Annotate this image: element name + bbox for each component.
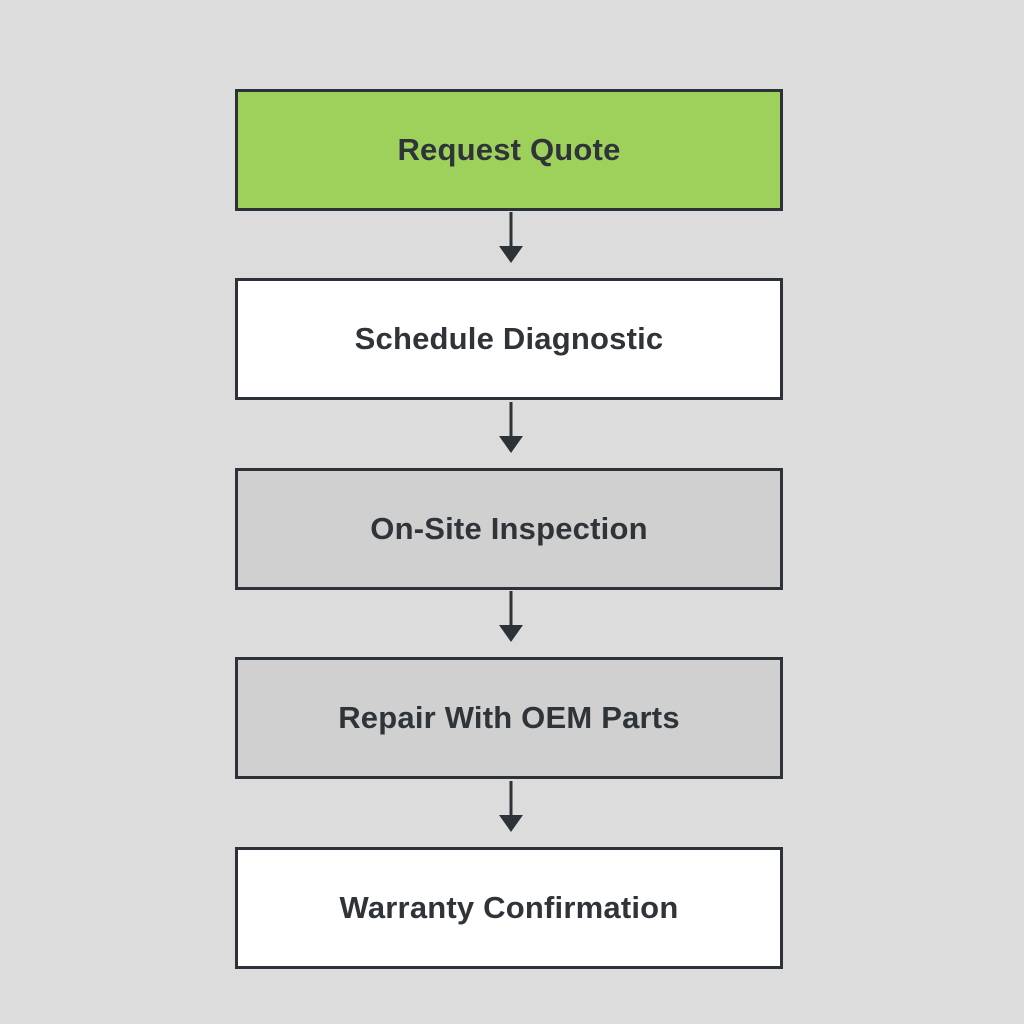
step-label: Repair With OEM Parts — [338, 700, 680, 735]
step-warranty-confirmation: Warranty Confirmation — [235, 847, 783, 969]
down-arrow-icon — [499, 212, 523, 263]
step-repair-with-oem-parts: Repair With OEM Parts — [235, 657, 783, 779]
step-label: Schedule Diagnostic — [354, 321, 664, 356]
down-arrow-icon — [499, 781, 523, 832]
step-label: Request Quote — [397, 132, 621, 167]
step-on-site-inspection: On-Site Inspection — [235, 468, 783, 590]
down-arrow-icon — [499, 402, 523, 453]
down-arrow-icon — [499, 591, 523, 642]
step-label: Warranty Confirmation — [339, 890, 679, 925]
step-request-quote: Request Quote — [235, 89, 783, 211]
step-schedule-diagnostic: Schedule Diagnostic — [235, 278, 783, 400]
step-label: On-Site Inspection — [370, 511, 648, 546]
